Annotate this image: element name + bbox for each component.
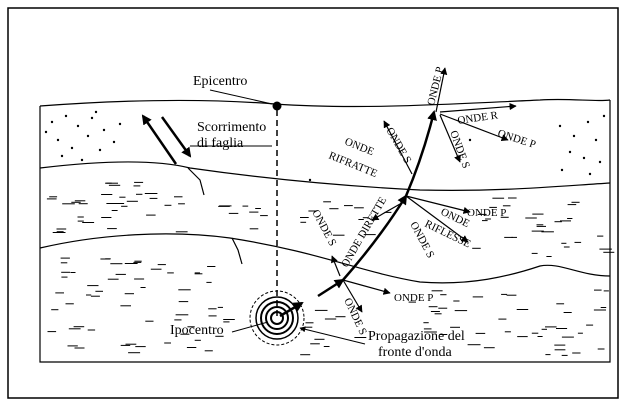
- epicenter-label: Epicentro: [193, 74, 247, 89]
- onde-p-right-top-label: ONDE P: [496, 127, 537, 151]
- surface-layer-dots: [44, 110, 606, 182]
- outer-frame: [7, 7, 619, 399]
- onde-r-label: ONDE R: [457, 109, 500, 127]
- hypocenter-leader: [231, 321, 269, 333]
- onde-p-top-label: ONDE P: [425, 66, 446, 107]
- onde-s-top-right-label: ONDE S: [447, 129, 472, 170]
- fault-slip-arrows: [141, 114, 192, 165]
- onde-s-mid-left-label: ONDE S: [309, 208, 338, 248]
- fault-slip-label-line2: di faglia: [197, 136, 244, 151]
- hypocenter-rings: [249, 290, 305, 346]
- wave-arrows: [331, 67, 517, 313]
- onde-p-mid-label: ONDE P: [467, 207, 506, 219]
- onde-rifratte-label-line1: ONDE: [343, 136, 376, 159]
- wavefront-leader: [299, 326, 366, 345]
- onde-p-low-label: ONDE P: [394, 292, 433, 304]
- hypocenter-label: Ipocentro: [170, 323, 224, 338]
- layer-dashes: [46, 181, 615, 356]
- geological-block: [39, 98, 611, 363]
- wavefront-label-line2: fronte d'onda: [378, 345, 452, 360]
- onde-s-top-left-label: ONDE S: [383, 126, 413, 166]
- wavefront-label-line1: Propagazione del: [368, 329, 465, 344]
- epicenter-point: [272, 101, 282, 111]
- direct-wave-path: [279, 110, 437, 318]
- fault-slip-label-line1: Scorrimento: [197, 120, 266, 135]
- epicenter-leader: [209, 89, 273, 105]
